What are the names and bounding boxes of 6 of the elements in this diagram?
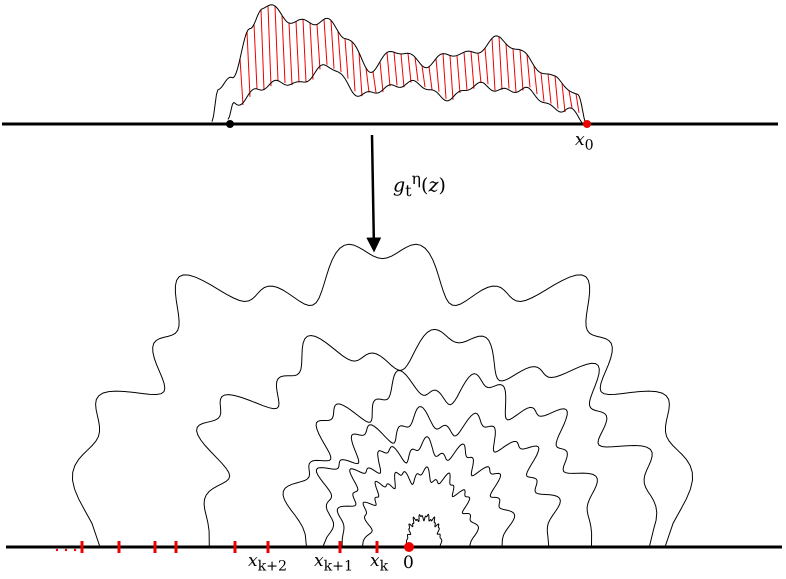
- point-label: x$_{k+1}$: [314, 553, 354, 574]
- point-label: x$_{k+2}$: [248, 553, 288, 574]
- arrow: [366, 134, 382, 252]
- point-label: x$_{0}$: [575, 132, 594, 153]
- point-label: x$_{k}$: [370, 553, 388, 574]
- origin-label: 0: [403, 555, 414, 572]
